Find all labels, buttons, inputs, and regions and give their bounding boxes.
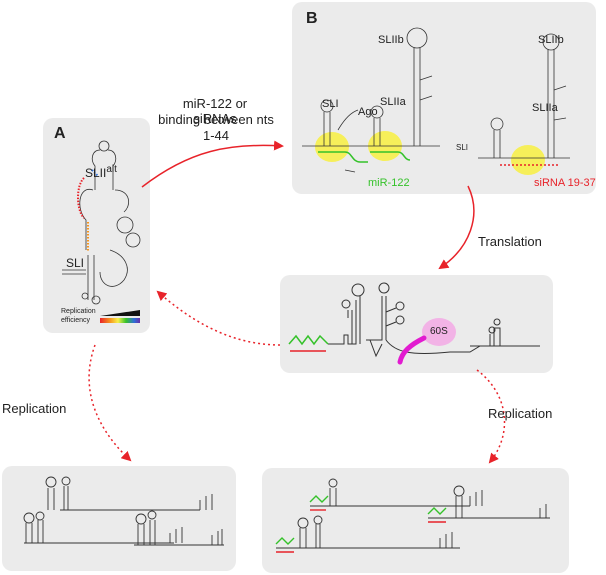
panel-b-label: B	[306, 10, 318, 27]
panel-b-left-structure	[302, 27, 440, 173]
binding-label-line2: binding between nts	[158, 112, 274, 127]
arrow-binding	[141, 140, 284, 188]
panel-a-rna-structure	[62, 140, 141, 305]
replication-right-rnas	[275, 478, 550, 553]
ribosome-60s-label: 60S	[430, 326, 448, 337]
slii-alt-superscript: alt	[106, 164, 117, 175]
panel-translation	[280, 275, 553, 373]
replication-left-rnas	[23, 476, 224, 546]
panel-b-slii-b-left-label: SLIIb	[378, 34, 404, 46]
panel-b-sirna-label: siRNA 19-37	[534, 177, 596, 189]
binding-label-line3: 1-44	[202, 128, 230, 143]
panel-b-slii-a-left-label: SLIIa	[380, 96, 406, 108]
panel-a-label: A	[54, 125, 66, 142]
panel-a-colored-bases	[64, 169, 99, 270]
panel-b-sli-right-label: SLI	[456, 143, 469, 152]
panel-b-slii-a-right-label: SLIIa	[532, 102, 558, 114]
panel-b-ago-label: Ago	[358, 106, 378, 118]
panel-a-sli-label: SLI	[66, 256, 85, 270]
arrow-back-to-a	[156, 290, 281, 346]
panel-b-mir122-label: miR-122	[368, 177, 410, 189]
translation-structure	[288, 282, 540, 365]
panel-b-sli-label: SLI	[322, 98, 339, 110]
panel-replication-left	[2, 466, 236, 571]
panel-b-slii-b-right-label: SLIIb	[538, 34, 564, 46]
slii-text: SLII	[85, 166, 107, 180]
legend-efficiency-label: efficiency	[61, 317, 91, 324]
arrow-replication-left	[88, 344, 132, 462]
arrow-translation	[438, 185, 475, 270]
legend-replication-label: Replication	[61, 308, 96, 315]
panel-a-slii-alt-label: SLIIalt	[85, 164, 117, 180]
replication-left-label: Replication	[2, 401, 67, 416]
panel-b-right-structure	[478, 33, 570, 175]
panel-a	[43, 118, 150, 333]
replication-right-label: Replication	[488, 406, 553, 421]
translation-label: Translation	[478, 234, 542, 249]
replication-efficiency-legend	[100, 310, 140, 323]
binding-label-line1: miR-122 or siRNAs	[182, 96, 248, 126]
panel-replication-right	[262, 468, 569, 573]
panel-b	[292, 2, 596, 194]
